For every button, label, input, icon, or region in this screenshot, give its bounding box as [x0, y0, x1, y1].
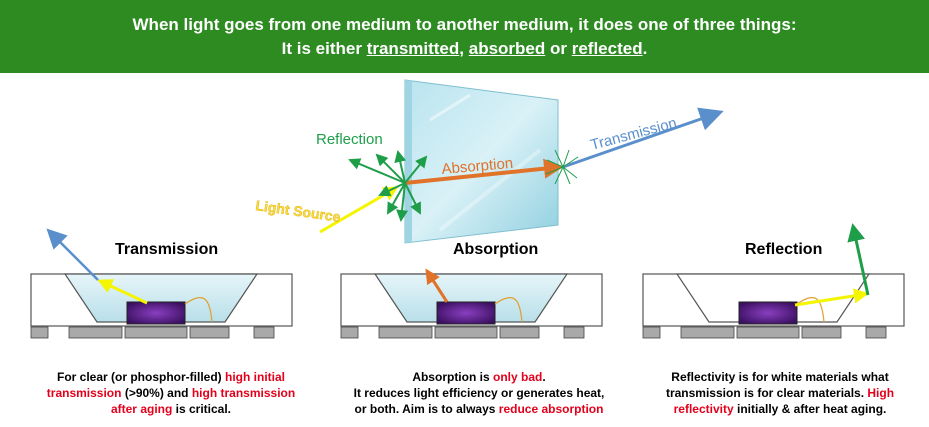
- bond-wire: [184, 297, 213, 323]
- banner-line-2: It is either transmitted, absorbed or re…: [281, 39, 648, 58]
- light-source-label: Light Source: [255, 197, 342, 225]
- caption-reflection: Reflectivity is for white materials what…: [665, 370, 895, 416]
- glass-pane: [404, 79, 559, 244]
- reflection-label: Reflection: [316, 131, 383, 148]
- absorption-label: Absorption: [441, 155, 514, 178]
- panel-title-reflection: Reflection: [745, 241, 823, 258]
- reflection-burst-entry: [348, 150, 428, 222]
- panel-title-transmission: Transmission: [115, 241, 219, 258]
- reflected-word: reflected: [571, 39, 643, 58]
- bond-wire: [796, 297, 825, 323]
- absorption-ray: [425, 268, 449, 303]
- panel-absorption: [340, 268, 603, 339]
- caption-transmission: For clear (or phosphor-filled) high init…: [46, 370, 296, 416]
- bond-wire: [494, 297, 523, 323]
- led-chip: [436, 301, 496, 325]
- panel-transmission: [30, 228, 293, 339]
- panel-title-absorption: Absorption: [453, 241, 539, 258]
- absorbed-word: absorbed: [468, 39, 546, 58]
- light-ray: [794, 288, 869, 307]
- light-ray: [97, 279, 148, 305]
- header-banner: When light goes from one medium to anoth…: [0, 0, 929, 73]
- caption-absorption: Absorption is only bad. It reduces light…: [353, 370, 605, 416]
- absorption-arrow: [404, 158, 564, 185]
- panel-reflection: [642, 223, 905, 339]
- banner-line-1: When light goes from one medium to anoth…: [132, 15, 797, 34]
- reflection-ray: [847, 223, 870, 296]
- transmission-ray: [46, 228, 99, 281]
- reflection-burst-exit: [545, 149, 579, 185]
- transmitted-word: transmitted: [366, 39, 460, 58]
- led-chip: [738, 301, 798, 325]
- transmission-label: Transmission: [589, 115, 679, 154]
- transmission-arrow: [562, 107, 724, 169]
- led-chip: [126, 301, 186, 325]
